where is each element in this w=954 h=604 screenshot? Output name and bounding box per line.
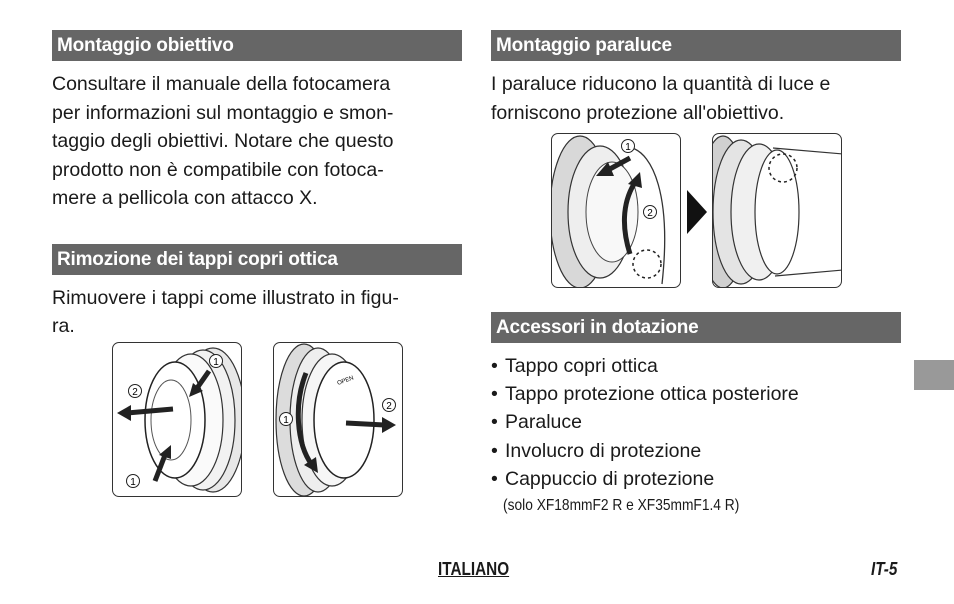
list-item: Paraluce [491, 408, 901, 436]
accessories-note: (solo XF18mmF2 R e XF35mmF1.4 R) [503, 497, 740, 515]
step-label: 1 [283, 415, 289, 426]
text-line: per informazioni sul montaggio e smon- [52, 101, 394, 124]
list-item: Tappo protezione ottica posteriore [491, 380, 901, 408]
front-cap-illustration: 1 2 1 [112, 342, 242, 497]
section-heading-hood: Montaggio paraluce [491, 30, 901, 61]
hood-mount-drawing: 1 2 [552, 135, 666, 287]
next-arrow-icon [687, 190, 707, 234]
hood-mounted-illustration [712, 133, 842, 288]
hood-mounted-drawing [713, 135, 841, 287]
remove-caps-paragraph: Rimuovere i tappi come illustrato in fig… [52, 284, 462, 341]
text-line: Consultare il manuale della fotocamera [52, 73, 391, 95]
chapter-tab-marker [914, 360, 954, 390]
text-line: mere a pellicola con attacco X. [52, 187, 318, 209]
text-line: I paraluce riducono la quantità di luce … [491, 73, 831, 95]
section-heading-accessories: Accessori in dotazione [491, 312, 901, 343]
hood-paragraph: I paraluce riducono la quantità di luce … [491, 70, 901, 127]
step-label: 1 [625, 142, 631, 153]
mount-lens-paragraph: Consultare il manuale della fotocamera p… [52, 70, 462, 213]
list-item: Tappo copri ottica [491, 352, 901, 380]
text-line: taggio degli obiettivi. Notare che quest… [52, 130, 394, 152]
footer-language: ITALIANO [438, 559, 510, 579]
list-item: Cappuccio di protezione [491, 465, 901, 493]
footer-page-number: IT-5 [871, 559, 898, 579]
rear-cap-illustration: OPEN 1 2 [273, 342, 403, 497]
step-label: 2 [386, 401, 392, 412]
rear-cap-label: OPEN [337, 375, 355, 386]
front-cap-drawing: 1 2 1 [117, 347, 241, 493]
list-item: Involucro di protezione [491, 437, 901, 465]
text-line: ra. [52, 315, 75, 337]
step-label: 2 [132, 387, 138, 398]
text-line: prodotto non è compatibile con fotoca- [52, 158, 384, 181]
accessories-list: Tappo copri ottica Tappo protezione otti… [491, 352, 901, 493]
text-line: Rimuovere i tappi come illustrato in fig… [52, 286, 399, 309]
step-label: 1 [213, 357, 219, 368]
left-column: Montaggio obiettivo Consultare il manual… [52, 30, 462, 341]
section-heading-remove-caps: Rimozione dei tappi copri ottica [52, 243, 462, 275]
rear-cap-drawing: OPEN 1 2 [275, 343, 396, 496]
step-label: 1 [130, 477, 136, 488]
section-heading-mount-lens: Montaggio obiettivo [52, 30, 462, 61]
step-label: 2 [647, 208, 653, 219]
text-line: forniscono protezione all'obiettivo. [491, 101, 785, 124]
right-column: Montaggio paraluce I paraluce riducono l… [491, 30, 901, 517]
hood-mount-illustration: 1 2 [551, 133, 681, 288]
